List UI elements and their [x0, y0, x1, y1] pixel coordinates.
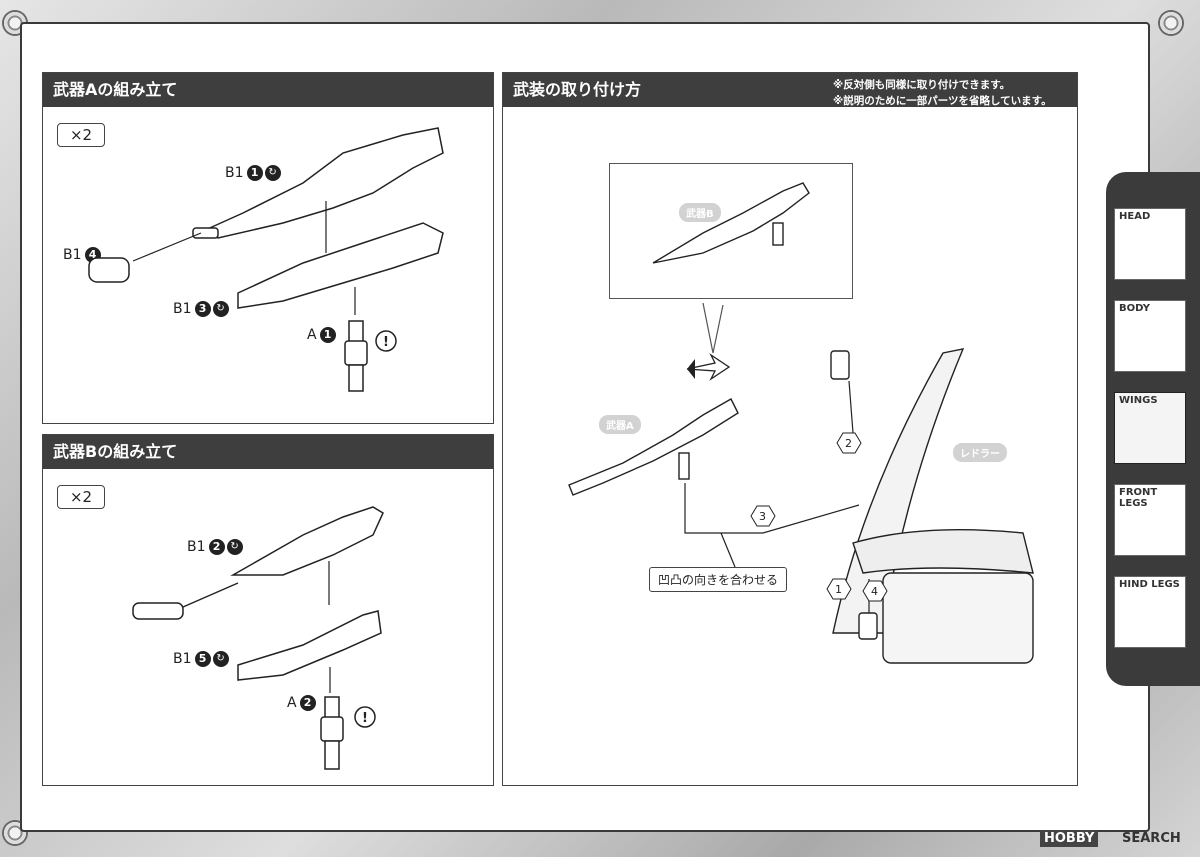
note-other-side: ※反対側も同様に取り付けできます。 — [833, 79, 1011, 91]
panel-title: 武器Bの組み立て — [43, 435, 493, 469]
tab-front-legs[interactable]: FRONT LEGS — [1114, 484, 1186, 556]
brand-site: SEARCH — [1122, 831, 1181, 846]
panel-title: 武装の取り付け方 — [503, 73, 1077, 107]
step-2-label: 2 — [845, 437, 852, 450]
weapon-b-diagram: ! — [132, 506, 384, 770]
step-3-label: 3 — [759, 510, 766, 523]
step-4-label: 4 — [871, 585, 878, 598]
weapon-a-diagram: ! — [88, 127, 444, 392]
label-weapon-b: 武器B — [679, 203, 721, 222]
brand-logo: HOBBY — [1040, 830, 1099, 847]
multiplier-badge: ×2 — [57, 123, 105, 147]
screw-icon — [1158, 10, 1184, 36]
tab-hind-legs[interactable]: HIND LEGS — [1114, 576, 1186, 648]
label-weapon-a: 武器A — [599, 415, 641, 434]
svg-text:!: ! — [383, 335, 389, 350]
note-parts-omitted: ※説明のために一部パーツを省略しています。 — [833, 95, 1052, 107]
tab-wings[interactable]: WINGS — [1114, 392, 1186, 464]
panel-weapon-mounting: 武装の取り付け方 ※反対側も同様に取り付けできます。 ※説明のために一部パーツを… — [502, 72, 1078, 786]
tab-body[interactable]: BODY — [1114, 300, 1186, 372]
align-callout: 凹凸の向きを合わせる — [649, 567, 788, 592]
svg-text:!: ! — [362, 711, 368, 726]
label-redler: レドラー — [953, 443, 1007, 462]
mounting-diagram: 2 3 1 4 — [568, 182, 1034, 664]
tab-head[interactable]: HEAD — [1114, 208, 1186, 280]
step-1-label: 1 — [835, 583, 842, 596]
panel-title: 武器Aの組み立て — [43, 73, 493, 107]
multiplier-badge: ×2 — [57, 485, 105, 509]
